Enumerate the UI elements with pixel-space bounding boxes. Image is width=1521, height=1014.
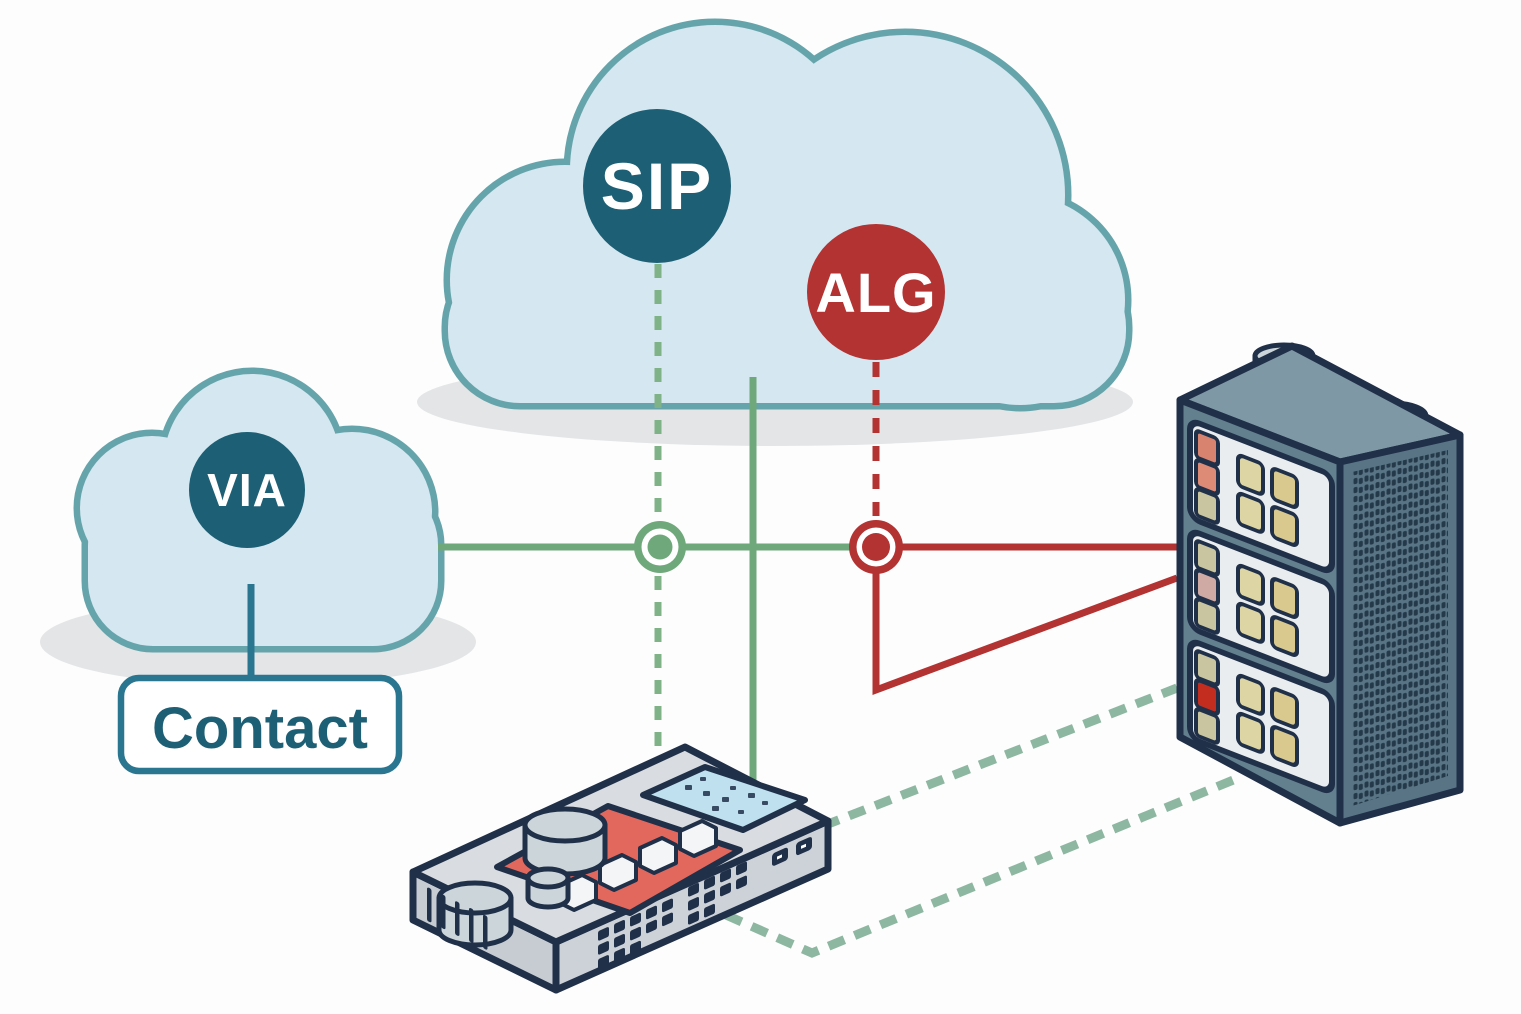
server-vent-mesh <box>1352 450 1448 806</box>
server-rack-unit <box>1187 529 1335 684</box>
isometric-network-router-icon <box>409 743 832 994</box>
router-cylinders <box>436 806 608 948</box>
via-badge-label: VIA <box>207 464 287 516</box>
router-vents <box>427 887 488 950</box>
alg-badge-label: ALG <box>815 261 936 324</box>
sip-badge-label: SIP <box>601 149 713 223</box>
sage-dashed-upper-line <box>821 683 1179 831</box>
server <box>1176 342 1464 827</box>
server-rack-unit <box>1187 419 1335 574</box>
server-rack-unit <box>1187 639 1335 794</box>
green-junction-node <box>634 521 686 573</box>
cloud-icon <box>441 18 1133 412</box>
router <box>409 743 832 994</box>
internet-cloud <box>441 18 1133 412</box>
sage-dashed-lower-line <box>724 771 1245 958</box>
via-badge: VIA <box>189 432 305 548</box>
sip-badge: SIP <box>583 109 731 263</box>
alg-badge: ALG <box>807 224 945 360</box>
contact-box: Contact <box>117 674 403 775</box>
server-rack-panels <box>1187 419 1335 794</box>
router-screen <box>640 764 808 833</box>
red-junction-node <box>849 520 903 574</box>
isometric-server-tower-icon <box>1176 342 1464 827</box>
router-ports <box>598 837 812 969</box>
contact-box-label: Contact <box>152 696 368 761</box>
red-elbow-diagonal-line <box>872 573 1179 696</box>
